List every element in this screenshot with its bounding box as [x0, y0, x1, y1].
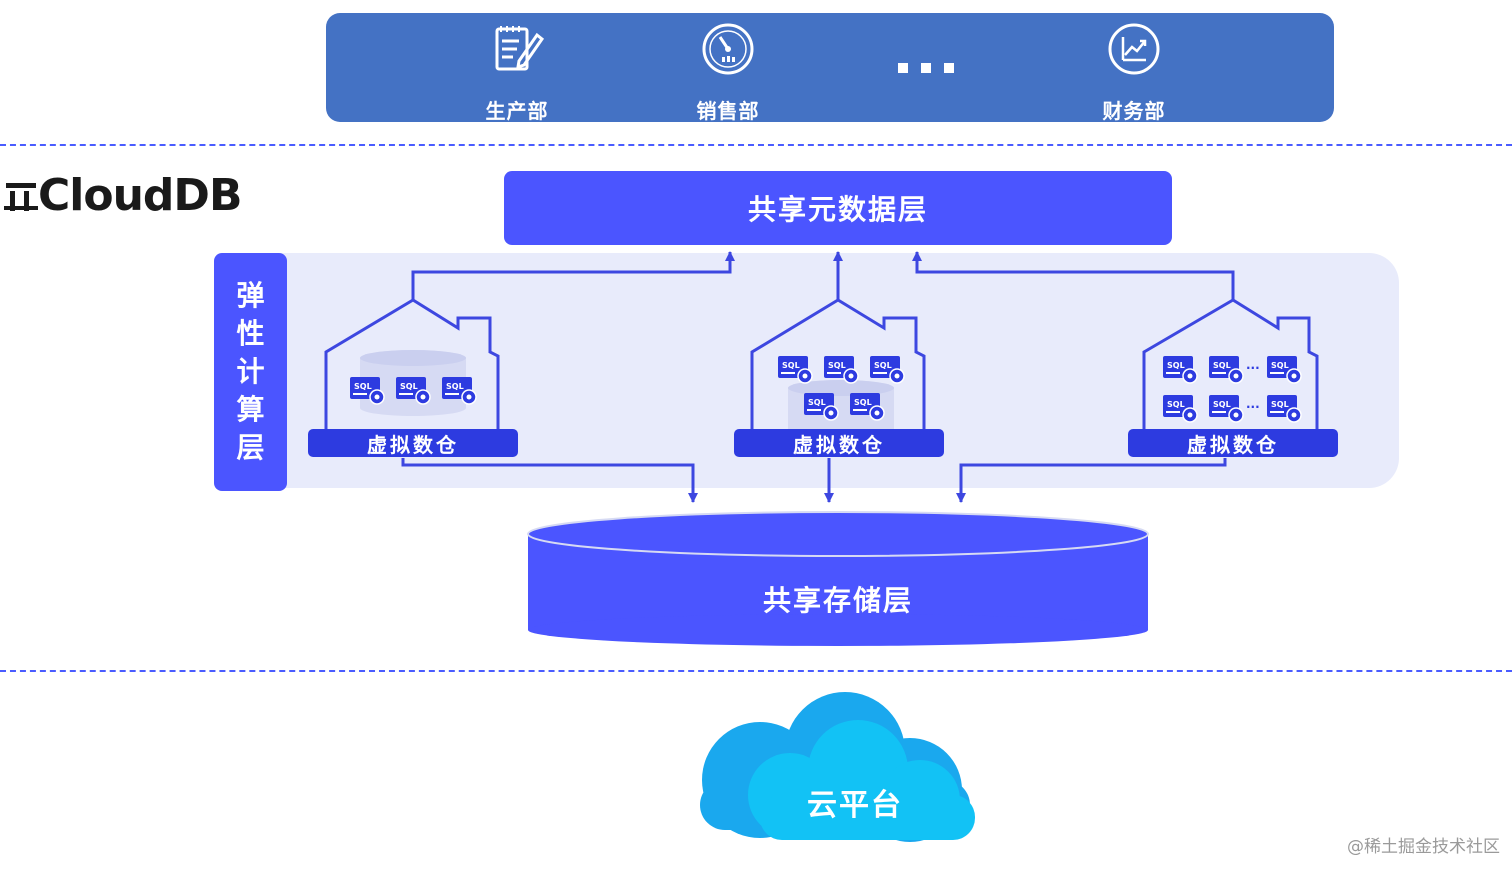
virtual-warehouse-label-2[interactable]: 虚拟数仓	[734, 429, 944, 457]
dept-sales[interactable]: 销售部	[668, 21, 788, 124]
cloud-shape	[700, 692, 975, 842]
notepad-pen-icon	[489, 21, 545, 77]
compute-char: 性	[236, 317, 265, 350]
compute-char: 计	[236, 355, 265, 388]
divider-bottom	[0, 670, 1512, 672]
compute-char: 层	[236, 431, 265, 464]
clouddb-logo: CloudDB	[4, 169, 242, 221]
dept-finance[interactable]: 财务部	[1074, 21, 1194, 124]
cloud-platform-label: 云平台	[807, 788, 903, 823]
svg-text:···: ···	[1246, 400, 1260, 414]
warehouse-house-3: ··· ···	[1142, 298, 1319, 430]
storage-cylinder	[527, 511, 1149, 646]
ellipsis-icon	[898, 63, 954, 73]
shared-metadata-layer: 共享元数据层	[504, 171, 1172, 245]
dept-label: 销售部	[696, 99, 760, 123]
dept-label: 财务部	[1102, 99, 1166, 123]
divider-top	[0, 144, 1512, 146]
department-bar: 生产部 销售部	[326, 13, 1334, 124]
virtual-warehouse-label-1[interactable]: 虚拟数仓	[308, 429, 518, 457]
virtual-warehouse-label-3[interactable]: 虚拟数仓	[1128, 429, 1338, 457]
svg-text:···: ···	[1246, 361, 1260, 375]
dept-production[interactable]: 生产部	[457, 21, 577, 124]
trend-chart-icon	[1106, 21, 1162, 77]
warehouse-house-1	[324, 298, 500, 430]
watermark: @稀土掘金技术社区	[1347, 837, 1500, 857]
elastic-compute-layer: 弹 性 计 算 层	[214, 253, 287, 491]
logo-mark-icon	[4, 183, 38, 211]
warehouse-house-2	[750, 298, 926, 446]
compute-char: 弹	[236, 279, 265, 312]
dept-label: 生产部	[485, 99, 549, 123]
logo-text: CloudDB	[38, 169, 242, 221]
gauge-icon	[700, 21, 756, 77]
compute-char: 算	[236, 393, 265, 426]
shared-storage-layer: 共享存储层	[762, 584, 913, 617]
